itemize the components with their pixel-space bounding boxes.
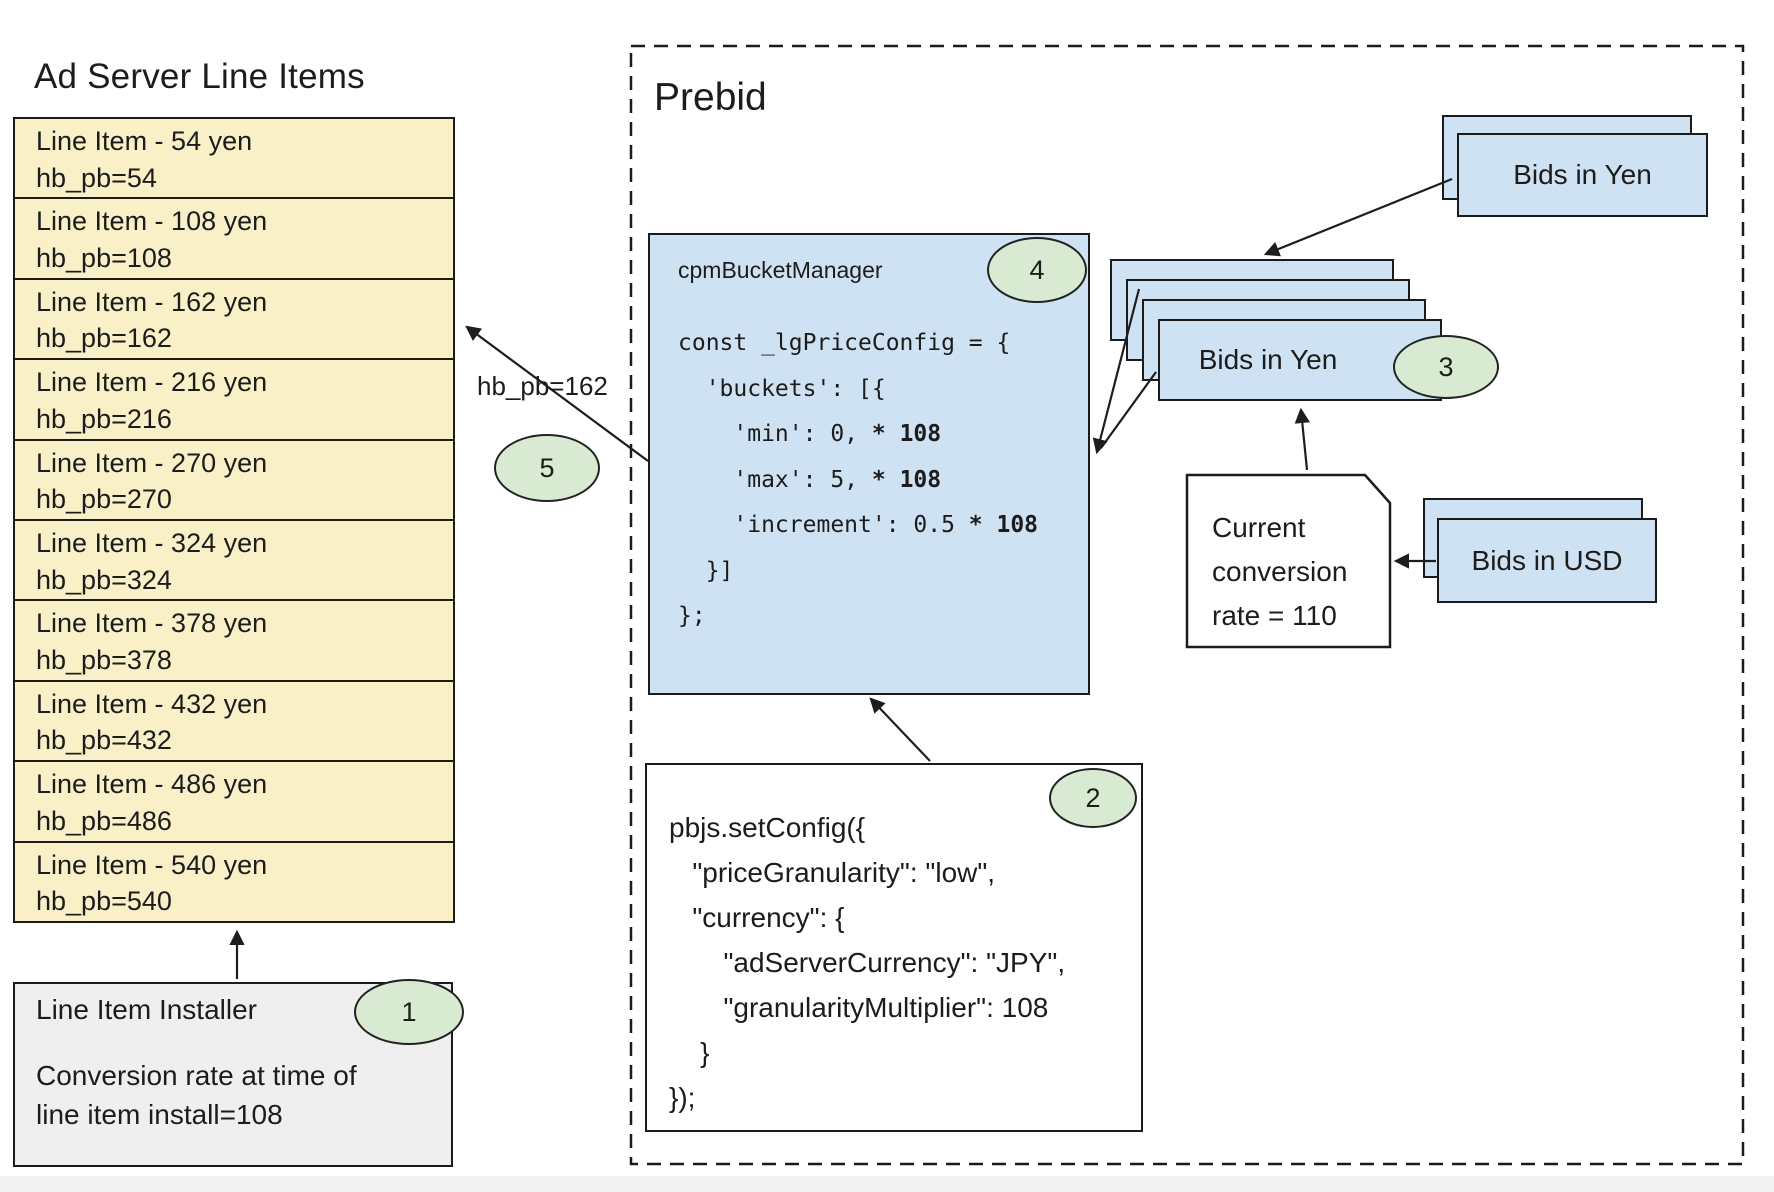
bids-in-yen-top-card: Bids in Yen xyxy=(1457,133,1708,217)
step-badge-5: 5 xyxy=(494,434,600,502)
bids-in-usd-card: Bids in USD xyxy=(1437,518,1657,603)
cpm-bucket-manager-code: const _lgPriceConfig = { 'buckets': [{ '… xyxy=(678,330,1039,629)
arrow-stack-to-cpm-b xyxy=(1100,371,1157,449)
installer-title: Line Item Installer xyxy=(36,994,257,1025)
flow-label-hb-pb: hb_pb=162 xyxy=(477,371,608,401)
step-badge-3: 3 xyxy=(1393,335,1499,399)
arrow-conversion-to-stack xyxy=(1294,407,1310,471)
bids-in-usd-label: Bids in USD xyxy=(1471,544,1623,576)
step-badge-2: 2 xyxy=(1049,768,1137,828)
page-bottom-strip xyxy=(0,1176,1774,1192)
arrow-setconfig-to-cpm xyxy=(869,697,931,762)
step-badge-4: 4 xyxy=(987,237,1087,303)
arrow-topyen-to-stack xyxy=(1263,177,1453,257)
step-badge-1: 1 xyxy=(354,979,464,1045)
prebid-title: Prebid xyxy=(654,76,767,119)
cpm-bucket-manager-box: cpmBucketManager const _lgPriceConfig = … xyxy=(648,233,1090,695)
ad-server-title: Ad Server Line Items xyxy=(34,57,365,96)
set-config-code: pbjs.setConfig({ "priceGranularity": "lo… xyxy=(669,812,1066,1113)
cpm-bucket-manager-title: cpmBucketManager xyxy=(678,257,883,283)
bids-in-yen-top-label: Bids in Yen xyxy=(1513,159,1652,190)
